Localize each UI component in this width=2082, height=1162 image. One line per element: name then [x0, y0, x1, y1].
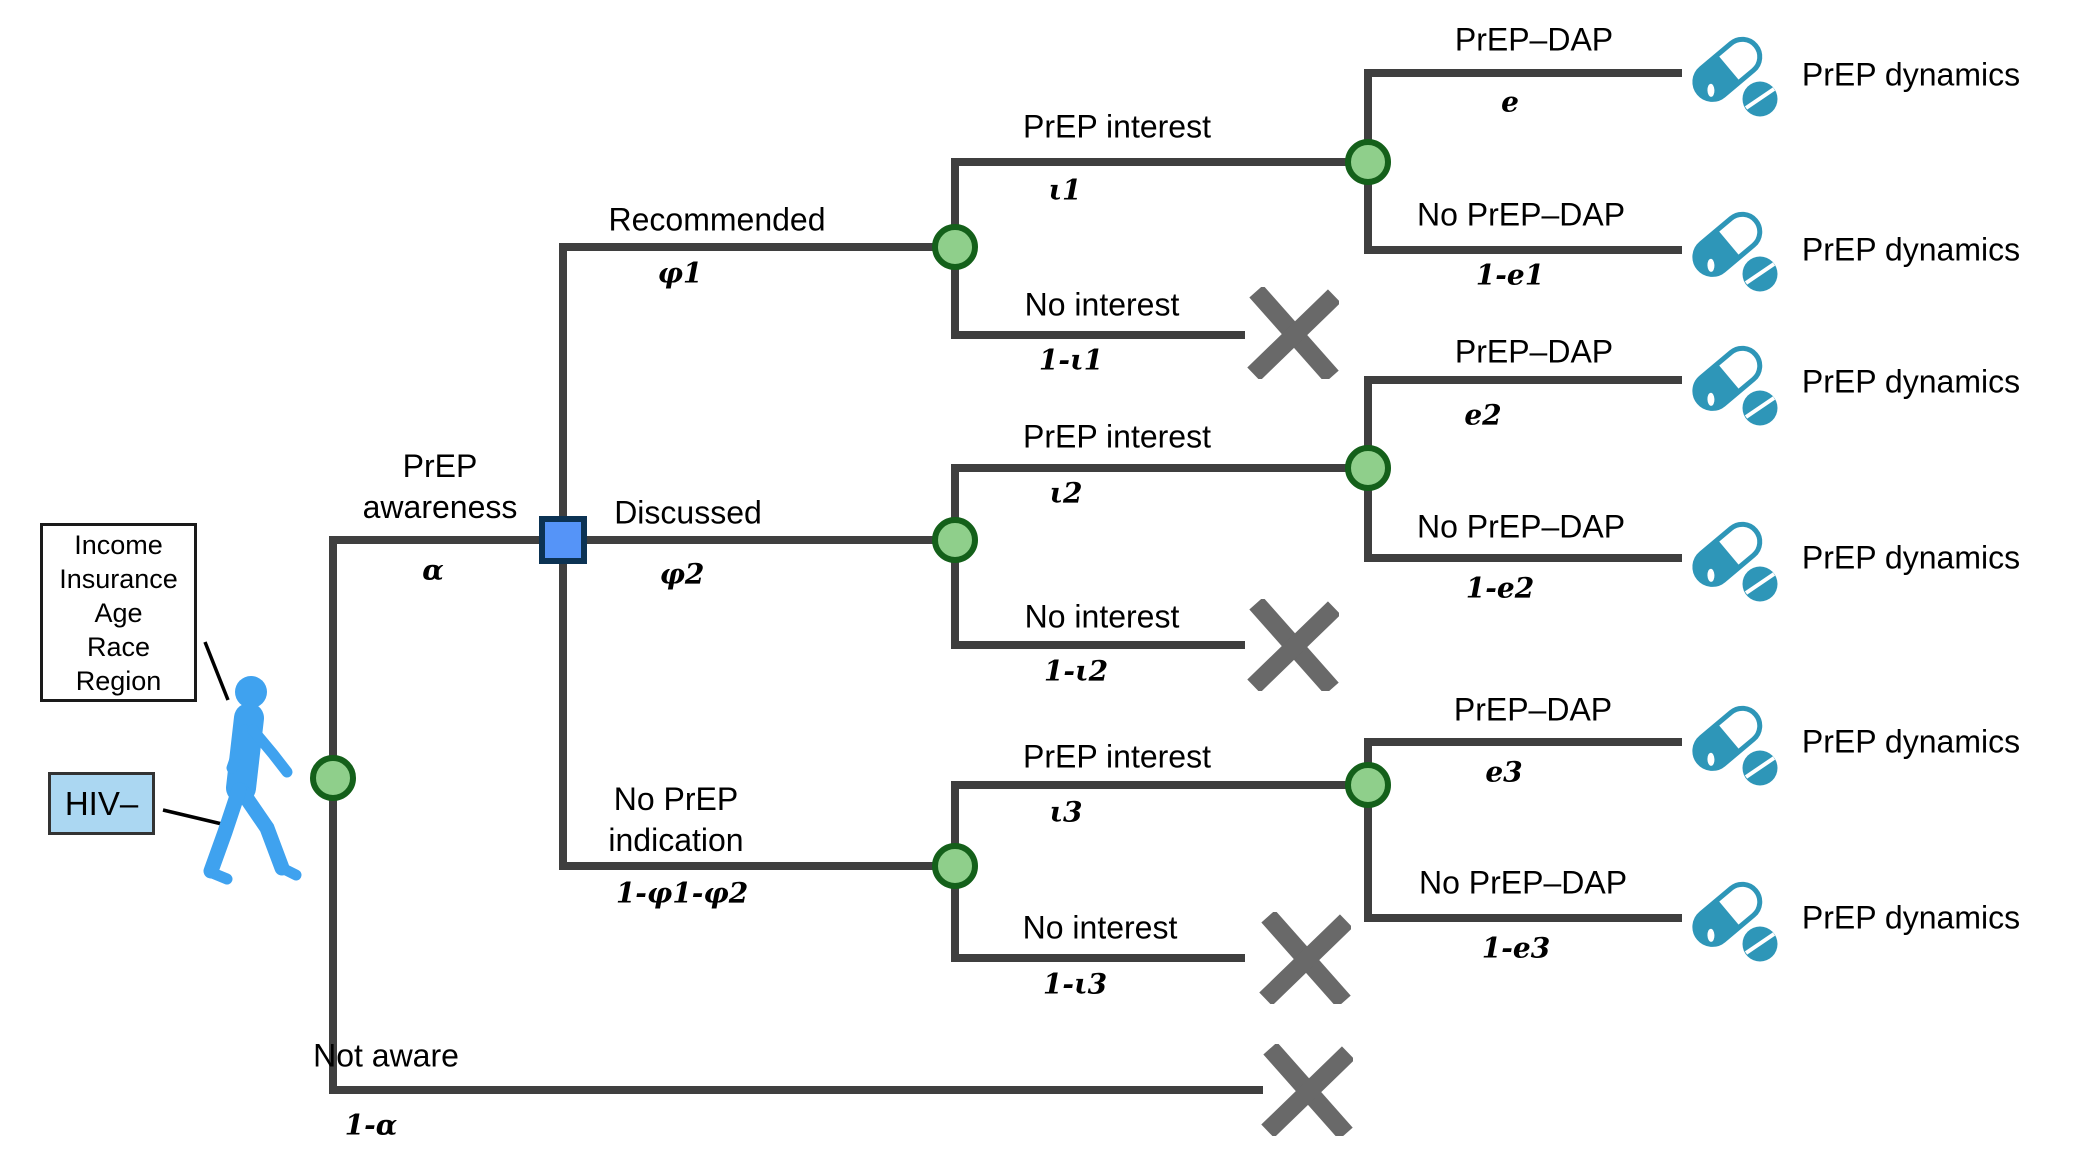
branch-label-dap2: PrEP–DAP — [1454, 333, 1614, 370]
chance-node-recommended — [932, 224, 978, 270]
branch-label-no-dap2: No PrEP–DAP — [1416, 508, 1626, 545]
prob-interest3: ι3 — [1049, 795, 1083, 829]
terminal-label-prep-dynamics: PrEP dynamics — [1801, 539, 2021, 576]
prob-no-interest3: 1-ι3 — [1042, 967, 1108, 1001]
branch-label-dap1: PrEP–DAP — [1454, 21, 1614, 58]
terminal-x-icon — [1247, 287, 1339, 379]
prob-no-dap1: 1-e1 — [1475, 258, 1545, 292]
branch-label-no-indication-line1: No PrEP — [613, 781, 739, 818]
branch-label-awareness-line1: PrEP — [402, 448, 478, 485]
prob-no-dap3: 1-e3 — [1481, 931, 1551, 965]
decision-node-square — [539, 516, 587, 564]
branch-dap2-line — [1364, 376, 1682, 468]
prob-dap1: e — [1501, 85, 1519, 119]
branch-no-interest2-line — [951, 540, 1245, 649]
prob-interest1: ι1 — [1048, 173, 1082, 207]
prep-pills-icon — [1692, 345, 1781, 429]
prob-no-interest1: 1-ι1 — [1038, 343, 1104, 377]
branch-no-dap1-line — [1364, 162, 1682, 254]
branch-no-interest1-line — [951, 247, 1245, 339]
prob-no-interest2: 1-ι2 — [1043, 654, 1109, 688]
hiv-status-label: HIV– — [64, 784, 139, 822]
branch-no-indication-line — [559, 540, 955, 870]
walking-person-icon — [203, 676, 302, 885]
chance-node-interest1 — [1345, 139, 1391, 185]
terminal-x-icon — [1247, 599, 1339, 691]
branch-label-recommended: Recommended — [608, 201, 826, 238]
branch-label-no-interest3: No interest — [1022, 909, 1178, 946]
branch-label-interest2: PrEP interest — [1023, 418, 1211, 455]
branch-label-no-dap3: No PrEP–DAP — [1418, 864, 1628, 901]
branch-recommended-line — [559, 243, 955, 540]
attribute-line: Age — [94, 597, 143, 628]
branch-label-no-indication: No PrEP indication — [608, 779, 743, 861]
branch-label-no-indication-line2: indication — [608, 822, 744, 858]
chance-node-discussed — [932, 517, 978, 563]
branch-label-awareness: PrEP awareness — [363, 446, 518, 528]
branch-label-no-dap1: No PrEP–DAP — [1416, 196, 1626, 233]
terminal-label-prep-dynamics: PrEP dynamics — [1801, 723, 2021, 760]
hiv-status-box: HIV– — [48, 772, 155, 835]
prep-pills-icon — [1692, 211, 1781, 295]
terminal-label-prep-dynamics: PrEP dynamics — [1801, 231, 2021, 268]
prob-discussed: φ2 — [659, 557, 705, 591]
branch-awareness-notaware-line — [329, 536, 1263, 1094]
chance-node-no-indication — [932, 843, 978, 889]
attribute-line: Race — [86, 631, 151, 662]
attribute-box: Income Insurance Age Race Region — [40, 523, 197, 702]
branch-dap1-line — [1364, 69, 1682, 162]
prob-dap3: e3 — [1485, 755, 1523, 789]
branch-no-dap2-line — [1364, 468, 1682, 562]
branch-interest3-line — [951, 781, 1368, 866]
branch-label-not-aware: Not aware — [313, 1037, 459, 1074]
chance-node-interest2 — [1345, 445, 1391, 491]
prob-dap2: e2 — [1464, 398, 1502, 432]
branch-no-dap3-line — [1364, 785, 1682, 922]
branch-dap3-line — [1364, 738, 1682, 785]
chance-node-root — [310, 755, 356, 801]
prep-pills-icon — [1692, 881, 1781, 965]
prob-awareness: α — [422, 553, 444, 587]
terminal-label-prep-dynamics: PrEP dynamics — [1801, 899, 2021, 936]
attribute-line: Income — [74, 529, 163, 560]
attribute-line: Region — [75, 665, 162, 696]
branch-label-no-interest1: No interest — [1024, 286, 1180, 323]
attribute-box-pointer-line — [203, 641, 230, 701]
branch-label-interest3: PrEP interest — [1023, 738, 1211, 775]
prep-pills-icon — [1692, 36, 1781, 120]
branch-interest2-line — [951, 464, 1368, 540]
branch-label-interest1: PrEP interest — [1023, 108, 1211, 145]
branch-label-dap3: PrEP–DAP — [1453, 691, 1613, 728]
prob-no-indication: 1-φ1-φ2 — [615, 876, 749, 910]
branch-label-awareness-line2: awareness — [362, 489, 518, 525]
terminal-label-prep-dynamics: PrEP dynamics — [1801, 363, 2021, 400]
terminal-label-prep-dynamics: PrEP dynamics — [1801, 56, 2021, 93]
terminal-x-icon — [1259, 912, 1351, 1004]
branch-label-discussed: Discussed — [614, 494, 762, 531]
terminal-x-icon — [1261, 1044, 1353, 1136]
hiv-box-pointer-line — [162, 808, 223, 826]
prob-interest2: ι2 — [1049, 476, 1083, 510]
prep-pills-icon — [1692, 705, 1781, 789]
branch-interest1-line — [951, 158, 1368, 247]
prob-no-dap2: 1-e2 — [1465, 571, 1535, 605]
prob-not-aware: 1-α — [344, 1108, 398, 1142]
branch-no-interest3-line — [951, 866, 1245, 962]
prob-recommended: φ1 — [657, 256, 703, 290]
chance-node-interest3 — [1345, 762, 1391, 808]
attribute-line: Insurance — [59, 563, 178, 594]
prep-pills-icon — [1692, 521, 1781, 605]
branch-label-no-interest2: No interest — [1024, 598, 1180, 635]
